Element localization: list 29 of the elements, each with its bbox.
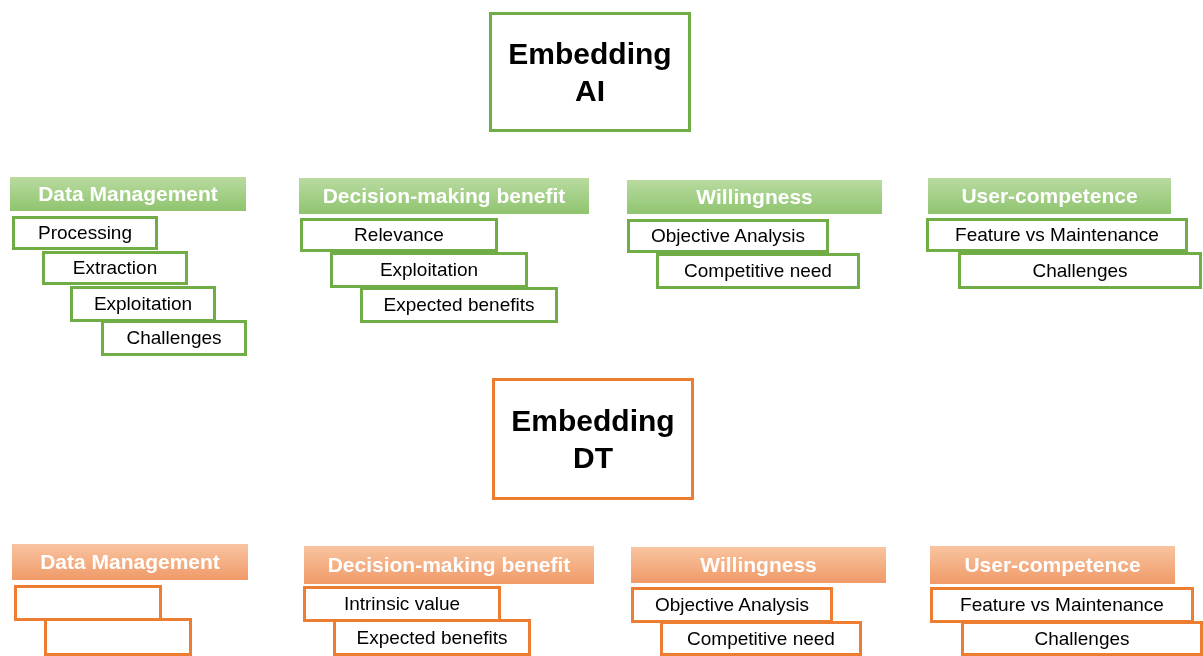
item-box: Relevance xyxy=(300,218,498,252)
item-box: Objective Analysis xyxy=(627,219,829,253)
title-box: Embedding AI xyxy=(489,12,691,132)
item-box: Challenges xyxy=(101,320,247,356)
item-box: Competitive need xyxy=(660,621,862,656)
header-bar: Willingness xyxy=(627,180,882,214)
header-bar: Decision-making benefit xyxy=(299,178,589,214)
empty-box xyxy=(14,585,162,621)
item-box: Exploitation xyxy=(330,252,528,288)
item-box: Exploitation xyxy=(70,286,216,322)
item-box: Expected benefits xyxy=(333,619,531,656)
item-box: Feature vs Maintenance xyxy=(926,218,1188,252)
item-box: Competitive need xyxy=(656,253,860,289)
title-box: Embedding DT xyxy=(492,378,694,500)
item-box: Objective Analysis xyxy=(631,587,833,623)
header-bar: Data Management xyxy=(12,544,248,580)
header-bar: Willingness xyxy=(631,547,886,583)
item-box: Intrinsic value xyxy=(303,586,501,622)
item-box: Challenges xyxy=(958,252,1202,289)
header-bar: Decision-making benefit xyxy=(304,546,594,584)
item-box: Processing xyxy=(12,216,158,250)
item-box: Expected benefits xyxy=(360,287,558,323)
header-bar: Data Management xyxy=(10,177,246,211)
item-box: Challenges xyxy=(961,621,1203,656)
header-bar: User-competence xyxy=(928,178,1171,214)
header-bar: User-competence xyxy=(930,546,1175,584)
item-box: Extraction xyxy=(42,251,188,285)
item-box: Feature vs Maintenance xyxy=(930,587,1194,623)
empty-box xyxy=(44,618,192,656)
